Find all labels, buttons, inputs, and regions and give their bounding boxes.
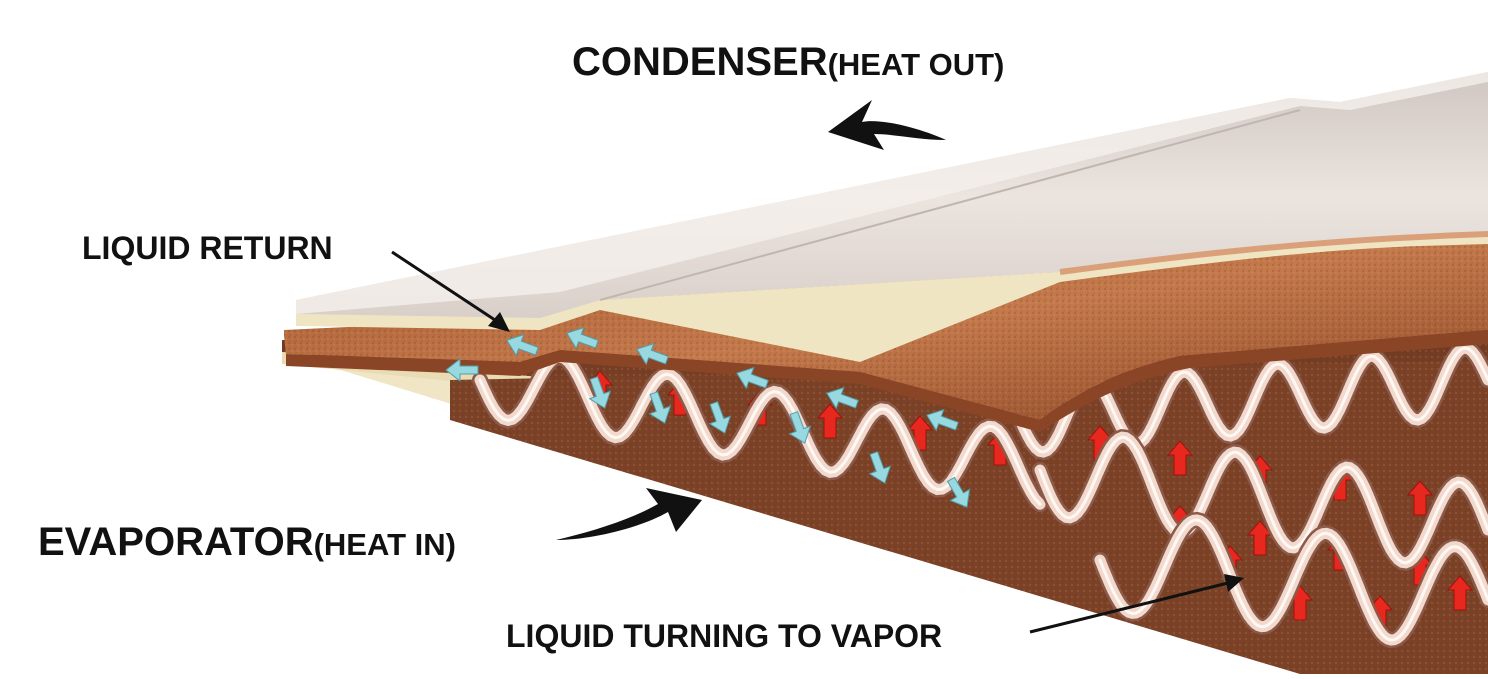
evaporator-main-text: EVAPORATOR bbox=[38, 520, 314, 564]
condenser-label: CONDENSER(HEAT OUT) bbox=[572, 42, 1004, 82]
liquid-arrow-6 bbox=[926, 408, 959, 432]
vapor-arrow-10 bbox=[1406, 480, 1434, 516]
liquid-return-arrows bbox=[445, 326, 971, 508]
liquid-return-label: LIQUID RETURN bbox=[82, 230, 333, 266]
condenser-sub-text: (HEAT OUT) bbox=[827, 47, 1005, 82]
evaporator-sub-text: (HEAT IN) bbox=[313, 527, 456, 562]
liquid-arrow-3 bbox=[636, 342, 669, 366]
coil-highlight-0 bbox=[478, 355, 1042, 506]
liquid-arrow-8 bbox=[648, 391, 672, 424]
coil-highlight-2 bbox=[1038, 435, 1488, 565]
liquid-arrow-11 bbox=[868, 451, 892, 484]
coil-highlight-3 bbox=[1098, 518, 1488, 642]
liquid-arrow-10 bbox=[788, 411, 812, 444]
liquid-arrow-12 bbox=[946, 476, 971, 508]
liquid-arrow-4 bbox=[736, 366, 769, 390]
liquid-arrow-0 bbox=[445, 357, 479, 383]
condenser-plate bbox=[296, 72, 1488, 362]
vapor-arrow-3 bbox=[816, 403, 844, 439]
heat-out-arrow bbox=[828, 100, 946, 150]
vapor-arrow-12 bbox=[1246, 520, 1274, 556]
heat-in-arrow bbox=[556, 488, 702, 540]
liquid-arrow-2 bbox=[566, 326, 599, 350]
condenser-main-text: CONDENSER bbox=[572, 40, 828, 84]
liquid-arrow-9 bbox=[708, 401, 732, 434]
liquid-arrow-5 bbox=[826, 386, 859, 410]
vapor-arrow-7 bbox=[1166, 440, 1194, 476]
vapor-arrow-18 bbox=[1446, 575, 1474, 611]
liquid-arrow-7 bbox=[588, 376, 612, 409]
evaporator-label: EVAPORATOR(HEAT IN) bbox=[38, 522, 456, 562]
liquid-return-pointer bbox=[391, 250, 510, 332]
liquid-vapor-pointer bbox=[1029, 574, 1244, 634]
liquid-vapor-label: LIQUID TURNING TO VAPOR bbox=[506, 618, 943, 654]
liquid-arrow-1 bbox=[506, 333, 539, 357]
